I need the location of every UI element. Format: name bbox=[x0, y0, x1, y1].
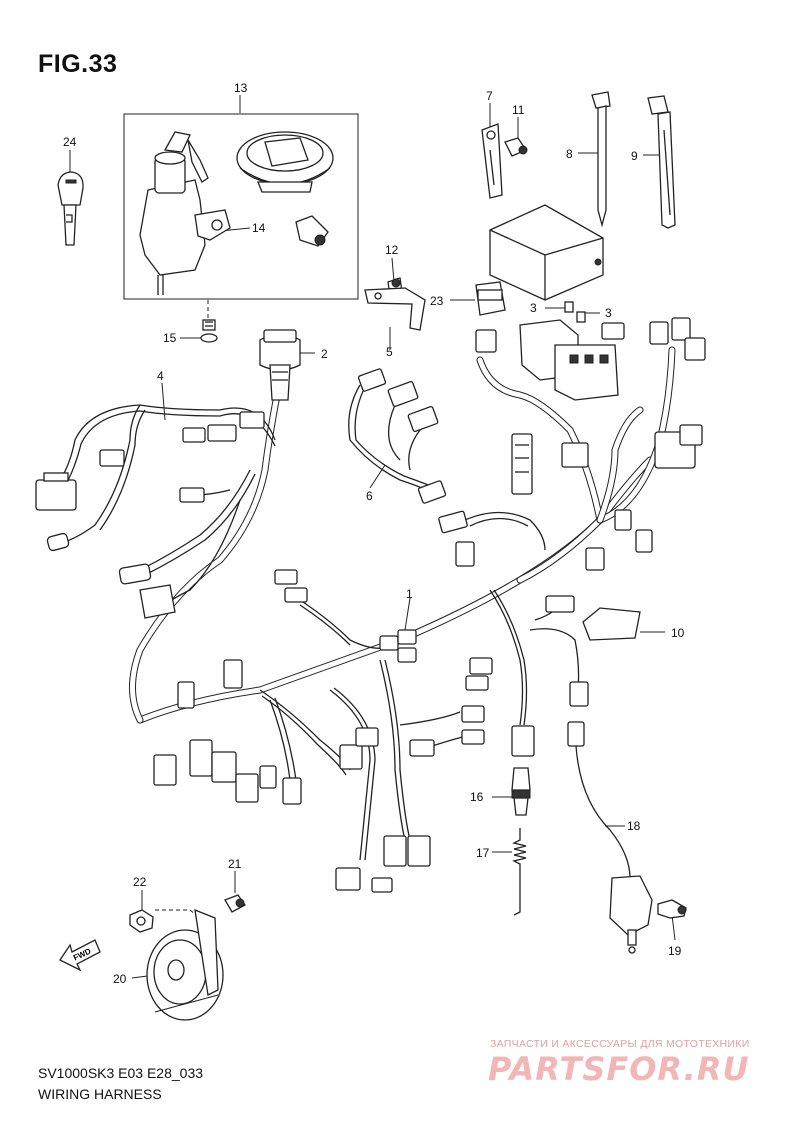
callout-18: 18 bbox=[627, 819, 641, 833]
callout-15: 15 bbox=[163, 331, 177, 345]
relay-23 bbox=[475, 281, 506, 316]
harness-4 bbox=[54, 404, 276, 606]
callout-24: 24 bbox=[63, 135, 77, 149]
callout-13: 13 bbox=[234, 81, 248, 95]
main-harness-1 bbox=[129, 346, 676, 861]
watermark-tagline: ЗАПЧАСТИ И АКСЕССУАРЫ ДЛЯ МОТОТЕХНИКИ bbox=[490, 1038, 750, 1050]
callout-6: 6 bbox=[366, 489, 373, 503]
sensor-18 bbox=[575, 745, 653, 954]
callout-11: 11 bbox=[512, 103, 525, 117]
callout-21: 21 bbox=[228, 857, 242, 871]
diagram-title: WIRING HARNESS bbox=[38, 1086, 162, 1102]
bracket-7 bbox=[481, 123, 503, 199]
callout-1: 1 bbox=[406, 587, 413, 601]
fwd-arrow-icon: FWD bbox=[59, 939, 101, 972]
ecu-cover bbox=[489, 204, 604, 301]
callout-10: 10 bbox=[671, 626, 685, 640]
callout-2: 2 bbox=[321, 347, 328, 361]
callout-12: 12 bbox=[385, 243, 399, 257]
spring-17 bbox=[512, 828, 527, 916]
connector-2 bbox=[259, 329, 301, 401]
bolt-11 bbox=[504, 137, 528, 157]
ignition-switch-set bbox=[123, 113, 359, 300]
callout-23: 23 bbox=[430, 294, 444, 308]
connector-group bbox=[35, 317, 706, 893]
callout-14: 14 bbox=[252, 221, 266, 235]
nut-22 bbox=[129, 909, 154, 933]
fuse-3a bbox=[564, 301, 574, 313]
screw-15 bbox=[200, 319, 218, 343]
bolt-21 bbox=[224, 894, 246, 913]
callout-20: 20 bbox=[113, 972, 127, 986]
switch-16 bbox=[511, 767, 531, 816]
callout-19: 19 bbox=[668, 944, 682, 958]
callout-3b: 3 bbox=[605, 306, 612, 320]
bolt-19 bbox=[657, 899, 687, 919]
cable-tie-9 bbox=[647, 95, 676, 229]
callout-3a: 3 bbox=[530, 301, 537, 315]
bracket-5 bbox=[364, 287, 426, 331]
figure-title: FIG.33 bbox=[38, 50, 118, 78]
callout-16: 16 bbox=[470, 790, 484, 804]
callout-7: 7 bbox=[486, 89, 493, 103]
callout-22: 22 bbox=[133, 875, 147, 889]
callout-5: 5 bbox=[386, 345, 393, 359]
key-24 bbox=[57, 171, 84, 246]
leader-lines bbox=[69, 95, 676, 979]
callout-4: 4 bbox=[157, 369, 164, 383]
callout-8: 8 bbox=[566, 147, 573, 161]
model-code: SV1000SK3 E03 E28_033 bbox=[38, 1065, 204, 1081]
watermark-logo: PARTSFOR.RU bbox=[488, 1050, 750, 1088]
fuse-3b bbox=[576, 311, 586, 323]
label-10 bbox=[582, 607, 641, 641]
callout-17: 17 bbox=[476, 846, 490, 860]
callout-9: 9 bbox=[631, 149, 638, 163]
horn-20 bbox=[146, 908, 224, 1021]
callout-labels: 13 24 7 11 8 9 14 12 23 3 3 15 2 5 4 6 1… bbox=[63, 81, 685, 986]
cable-tie-8 bbox=[591, 91, 611, 228]
